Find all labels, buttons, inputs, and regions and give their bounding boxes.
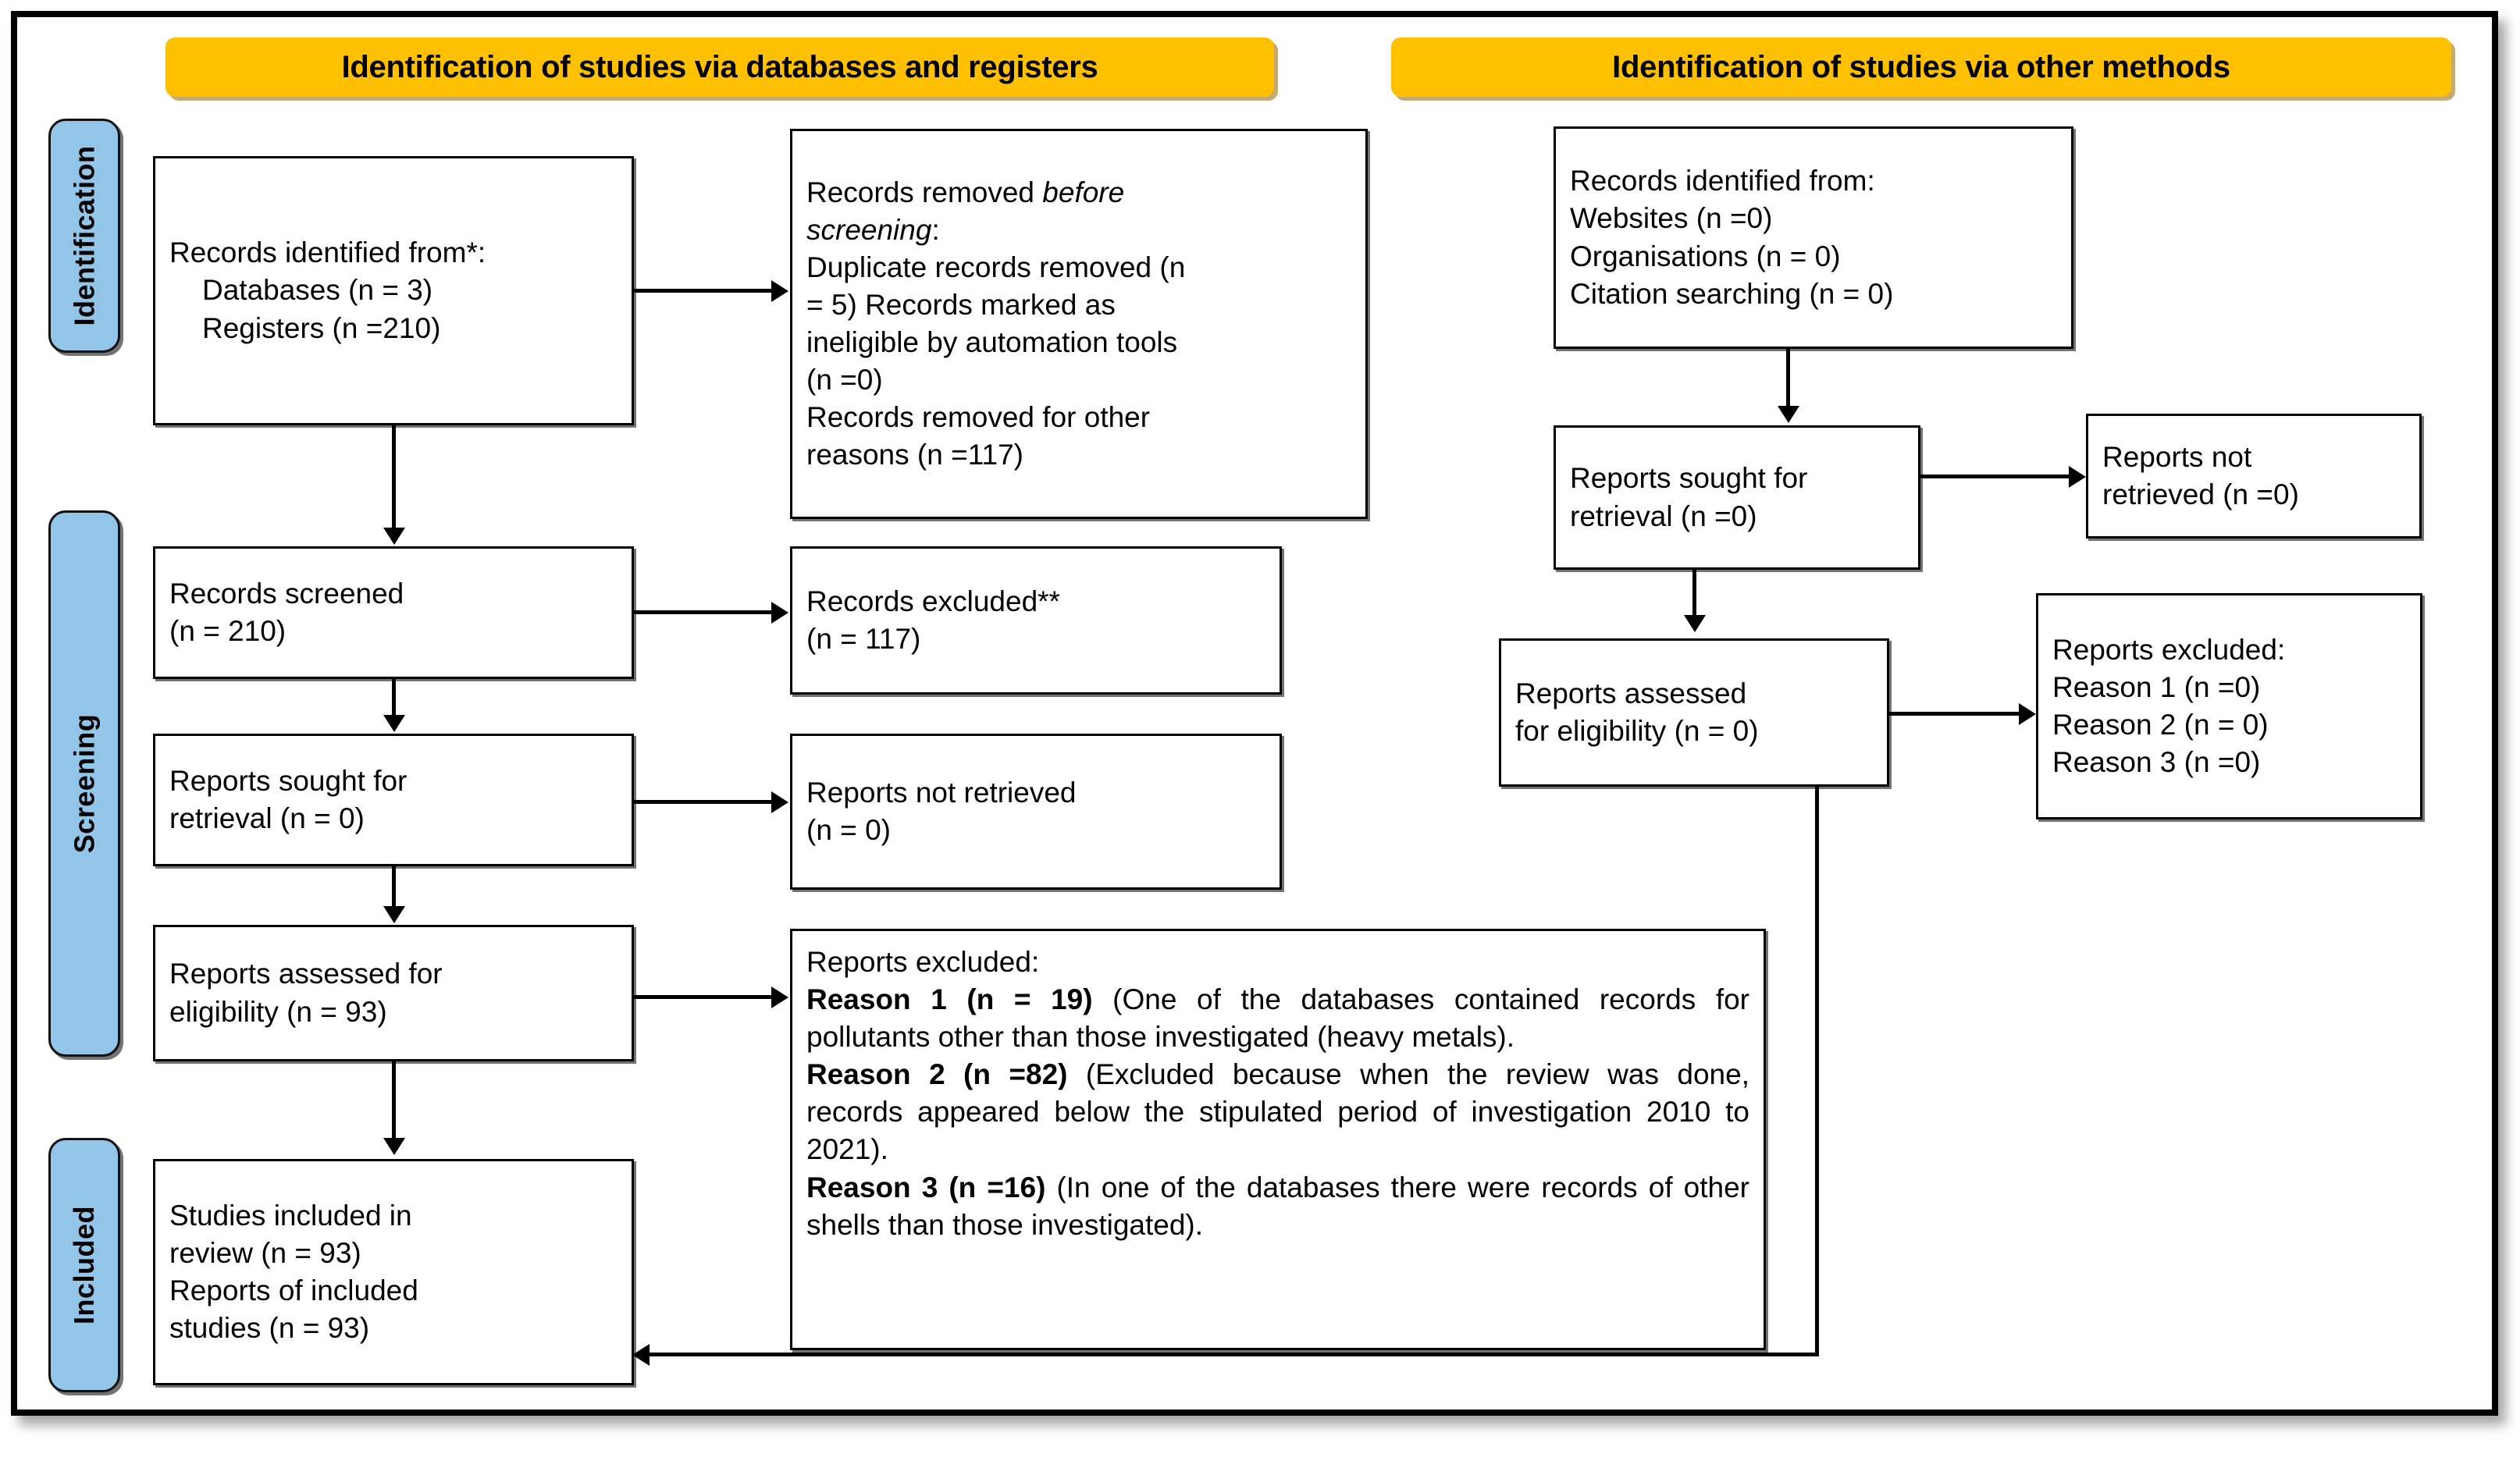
other-records-identified-line1: Records identified from: bbox=[1570, 165, 1875, 197]
banner-other-methods: Identification of studies via other meth… bbox=[1391, 37, 2451, 97]
reports-sought-line1: Reports sought for bbox=[169, 764, 408, 797]
other-reports-sought-line2: retrieval (n =0) bbox=[1570, 499, 1757, 532]
banner-databases-label: Identification of studies via databases … bbox=[341, 49, 1098, 84]
records-screened-line2: (n = 210) bbox=[169, 615, 287, 647]
records-excluded-line2: (n = 117) bbox=[806, 623, 921, 655]
records-removed-line8: reasons (n =117) bbox=[806, 439, 1024, 471]
records-removed-line4: = 5) Records marked as bbox=[806, 288, 1116, 321]
records-screened-line1: Records screened bbox=[169, 577, 404, 610]
connector-screened-to-sought bbox=[392, 679, 396, 716]
box-records-removed-before-screening: Records removed before screening: Duplic… bbox=[790, 129, 1368, 519]
connector-sought-to-notretrieved bbox=[634, 800, 773, 804]
reports-excluded-reason1: Reason 1 (n = 19) (One of the databases … bbox=[806, 983, 1750, 1054]
studies-included-line3: Reports of included bbox=[169, 1274, 418, 1306]
reports-sought-line2: retrieval (n = 0) bbox=[169, 802, 365, 834]
box-other-reports-sought-retrieval: Reports sought for retrieval (n =0) bbox=[1554, 425, 1920, 570]
other-records-identified-line4: Citation searching (n = 0) bbox=[1570, 277, 1894, 310]
arrowhead-other-sought-to-notretrieved bbox=[2069, 466, 2086, 488]
reports-excluded-reason3: Reason 3 (n =16) (In one of the database… bbox=[806, 1171, 1749, 1241]
connector-other-assessed-across-to-included bbox=[646, 1353, 1817, 1356]
reports-assessed-line1: Reports assessed for bbox=[169, 958, 443, 990]
records-removed-line3: Duplicate records removed (n bbox=[806, 251, 1186, 283]
reports-assessed-line2: eligibility (n = 93) bbox=[169, 995, 387, 1028]
rail-included: Included bbox=[48, 1138, 120, 1392]
connector-other-sought-to-assessed bbox=[1692, 570, 1696, 617]
connector-other-assessed-to-excluded bbox=[1889, 712, 2020, 716]
connector-other-sought-to-notretrieved bbox=[1920, 475, 2070, 478]
box-records-identified-databases: Records identified from*: Databases (n =… bbox=[153, 156, 634, 425]
arrowhead-other-to-included bbox=[632, 1344, 650, 1366]
connector-other-identified-to-sought bbox=[1786, 349, 1790, 407]
records-removed-line6: (n =0) bbox=[806, 364, 883, 396]
box-records-excluded: Records excluded** (n = 117) bbox=[790, 546, 1282, 695]
arrowhead-assessed-to-excluded bbox=[771, 986, 788, 1008]
box-other-reports-assessed-eligibility: Reports assessed for eligibility (n = 0) bbox=[1499, 638, 1889, 787]
other-reports-excluded-line3: Reason 2 (n = 0) bbox=[2052, 709, 2269, 741]
records-removed-line1: Records removed before bbox=[806, 176, 1125, 208]
reports-not-retrieved-line1: Reports not retrieved bbox=[806, 776, 1077, 809]
arrowhead-sought-to-assessed bbox=[383, 906, 405, 923]
other-reports-not-retrieved-line2: retrieved (n =0) bbox=[2102, 478, 2299, 510]
arrowhead-screened-to-excluded bbox=[771, 602, 788, 624]
rail-screening-label: Screening bbox=[68, 713, 100, 854]
reports-excluded-reason2: Reason 2 (n =82) (Excluded because when … bbox=[806, 1058, 1749, 1166]
box-reports-sought-retrieval: Reports sought for retrieval (n = 0) bbox=[153, 734, 634, 866]
banner-other-methods-label: Identification of studies via other meth… bbox=[1612, 49, 2230, 84]
other-reports-not-retrieved-line1: Reports not bbox=[2102, 440, 2252, 473]
arrowhead-screened-to-sought bbox=[383, 715, 405, 732]
other-reports-excluded-line2: Reason 1 (n =0) bbox=[2052, 670, 2261, 703]
rail-identification-label: Identification bbox=[68, 145, 100, 326]
other-records-identified-line3: Organisations (n = 0) bbox=[1570, 240, 1841, 272]
box-records-screened: Records screened (n = 210) bbox=[153, 546, 634, 679]
reports-not-retrieved-line2: (n = 0) bbox=[806, 814, 891, 846]
box-other-reports-not-retrieved: Reports not retrieved (n =0) bbox=[2086, 414, 2422, 539]
arrowhead-other-sought-to-assessed bbox=[1684, 615, 1706, 632]
connector-assessed-to-included bbox=[392, 1061, 396, 1139]
connector-sought-to-assessed bbox=[392, 866, 396, 908]
rail-included-label: Included bbox=[68, 1205, 101, 1325]
records-excluded-line1: Records excluded** bbox=[806, 585, 1060, 617]
arrowhead-other-identified-to-sought bbox=[1778, 406, 1799, 423]
banner-databases-registers: Identification of studies via databases … bbox=[166, 37, 1274, 97]
arrowhead-identified-to-screened bbox=[383, 528, 405, 545]
box-other-reports-excluded: Reports excluded: Reason 1 (n =0) Reason… bbox=[2036, 593, 2422, 819]
rail-identification: Identification bbox=[48, 119, 120, 353]
arrowhead-sought-to-notretrieved bbox=[771, 791, 788, 813]
connector-identified-to-removed bbox=[634, 289, 773, 293]
other-records-identified-line2: Websites (n =0) bbox=[1570, 202, 1773, 235]
connector-assessed-to-excluded bbox=[634, 995, 773, 999]
records-identified-line1: Records identified from*: bbox=[169, 236, 486, 269]
records-identified-line3: Registers (n =210) bbox=[202, 311, 441, 344]
other-reports-sought-line1: Reports sought for bbox=[1570, 462, 1808, 495]
reports-excluded-title: Reports excluded: bbox=[806, 946, 1040, 978]
records-removed-line2: screening: bbox=[806, 213, 940, 246]
other-reports-excluded-line1: Reports excluded: bbox=[2052, 633, 2286, 666]
other-reports-assessed-line2: for eligibility (n = 0) bbox=[1515, 715, 1759, 747]
box-studies-included: Studies included in review (n = 93) Repo… bbox=[153, 1159, 634, 1385]
box-reports-assessed-eligibility: Reports assessed for eligibility (n = 93… bbox=[153, 925, 634, 1061]
records-removed-line5: ineligible by automation tools bbox=[806, 326, 1178, 358]
arrowhead-other-assessed-to-excluded bbox=[2019, 703, 2036, 725]
connector-other-assessed-down bbox=[1815, 787, 1819, 1356]
other-reports-assessed-line1: Reports assessed bbox=[1515, 677, 1747, 709]
connector-screened-to-excluded bbox=[634, 610, 773, 614]
studies-included-line1: Studies included in bbox=[169, 1199, 412, 1232]
studies-included-line4: studies (n = 93) bbox=[169, 1312, 370, 1345]
connector-identified-to-screened bbox=[392, 425, 396, 529]
rail-screening: Screening bbox=[48, 510, 120, 1057]
box-reports-not-retrieved: Reports not retrieved (n = 0) bbox=[790, 734, 1282, 890]
other-reports-excluded-line4: Reason 3 (n =0) bbox=[2052, 746, 2261, 779]
box-records-identified-other-methods: Records identified from: Websites (n =0)… bbox=[1554, 126, 2073, 349]
arrowhead-assessed-to-included bbox=[383, 1138, 405, 1155]
box-reports-excluded-reasons: Reports excluded: Reason 1 (n = 19) (One… bbox=[790, 929, 1766, 1350]
records-identified-line2: Databases (n = 3) bbox=[202, 274, 433, 307]
arrowhead-identified-to-removed bbox=[771, 280, 788, 302]
records-removed-line7: Records removed for other bbox=[806, 401, 1151, 434]
studies-included-line2: review (n = 93) bbox=[169, 1236, 361, 1269]
